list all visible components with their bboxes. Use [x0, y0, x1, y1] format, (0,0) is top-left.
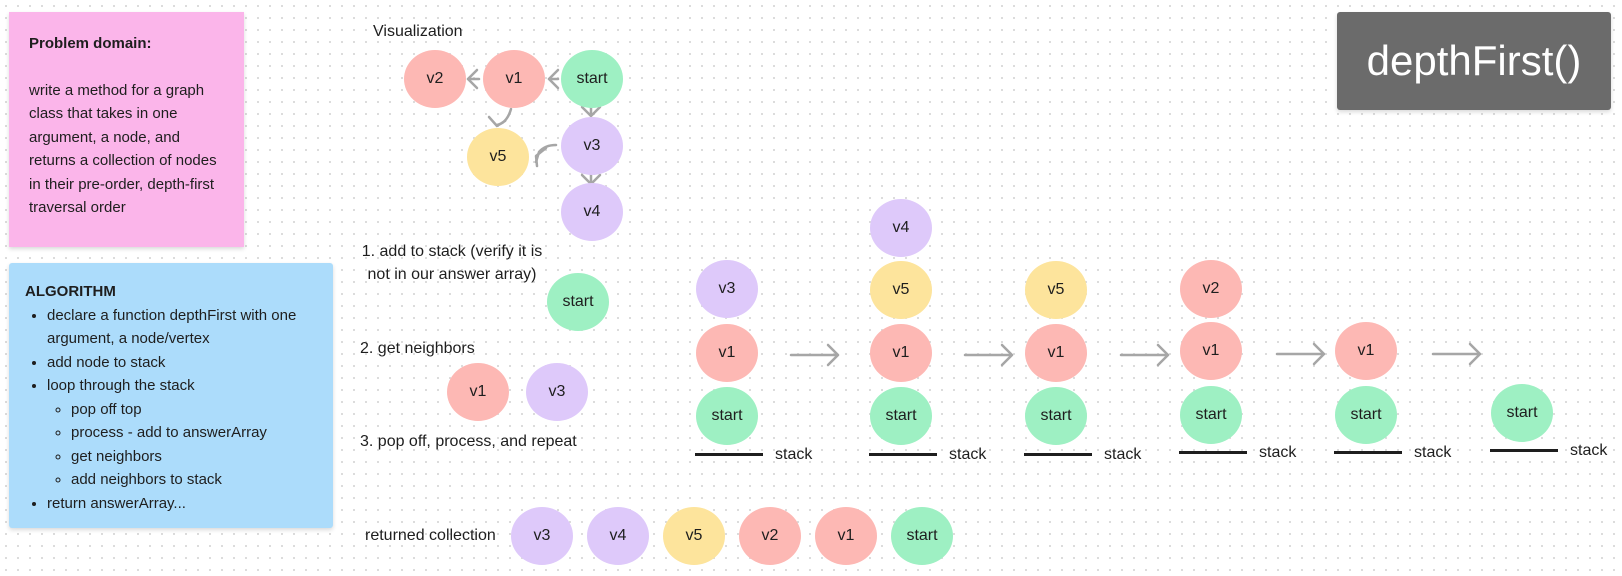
stack-4-node-start[interactable]: start: [1180, 386, 1242, 444]
title-card[interactable]: depthFirst(): [1337, 12, 1611, 110]
stack-2-node-v4[interactable]: v4: [870, 199, 932, 257]
stack-4-node-v1[interactable]: v1: [1180, 322, 1242, 380]
algorithm-substep: pop off top: [71, 398, 317, 422]
stack-5-node-v1[interactable]: v1: [1335, 322, 1397, 380]
returned-node-v3[interactable]: v3: [511, 507, 573, 565]
stack-5-base-line: [1334, 451, 1402, 454]
step-2-node-v1[interactable]: v1: [447, 363, 509, 421]
returned-node-v1[interactable]: v1: [815, 507, 877, 565]
step-1-node-start[interactable]: start: [547, 273, 609, 331]
visualization-label: Visualization: [373, 23, 463, 40]
stack-2-node-v1[interactable]: v1: [870, 324, 932, 382]
returned-node-v2[interactable]: v2: [739, 507, 801, 565]
stack-3-base-line: [1024, 453, 1092, 456]
step-3-label: 3. pop off, process, and repeat: [360, 433, 577, 450]
algorithm-substep: process - add to answerArray: [71, 421, 317, 445]
stack-4-base-line: [1179, 451, 1247, 454]
algorithm-substep: get neighbors: [71, 445, 317, 469]
arrowhead: [580, 105, 602, 118]
stack-1-base-line: [695, 453, 763, 456]
stack-2-label: stack: [949, 446, 987, 463]
arrowhead: [487, 115, 507, 128]
algorithm-note[interactable]: ALGORITHM declare a function depthFirst …: [9, 263, 333, 528]
step-2-node-v3[interactable]: v3: [526, 363, 588, 421]
transition-arrow: [789, 343, 840, 367]
algorithm-step: add node to stack: [47, 351, 317, 375]
algorithm-step-text: loop through the stack: [47, 377, 195, 394]
stack-5-label: stack: [1414, 444, 1452, 461]
transition-arrow: [1431, 342, 1482, 366]
stack-1-label: stack: [775, 446, 813, 463]
graph-node-v3[interactable]: v3: [561, 117, 623, 175]
stack-1-node-v3[interactable]: v3: [696, 260, 758, 318]
graph-node-start[interactable]: start: [561, 50, 623, 108]
algorithm-step: declare a function depthFirst with one a…: [47, 304, 317, 351]
stack-5-node-start[interactable]: start: [1335, 386, 1397, 444]
algorithm-step: return answerArray...: [47, 492, 317, 516]
step-2-label: 2. get neighbors: [360, 340, 475, 357]
transition-arrow: [1119, 343, 1170, 367]
algorithm-substep: add neighbors to stack: [71, 468, 317, 492]
stack-6-label: stack: [1570, 442, 1608, 459]
stack-1-node-start[interactable]: start: [696, 387, 758, 445]
graph-node-v2[interactable]: v2: [404, 50, 466, 108]
stack-2-base-line: [869, 453, 937, 456]
stack-6-base-line: [1490, 449, 1558, 452]
stack-2-node-start[interactable]: start: [870, 387, 932, 445]
graph-node-v1[interactable]: v1: [483, 50, 545, 108]
arrowhead: [547, 68, 560, 90]
stack-2-node-v5[interactable]: v5: [870, 261, 932, 319]
stack-3-node-v5[interactable]: v5: [1025, 261, 1087, 319]
returned-node-v4[interactable]: v4: [587, 507, 649, 565]
transition-arrow: [1275, 342, 1326, 366]
algorithm-step: loop through the stack pop off top proce…: [47, 374, 317, 492]
arrowhead: [466, 68, 479, 90]
returned-node-start[interactable]: start: [891, 507, 953, 565]
problem-domain-text: write a method for a graph class that ta…: [29, 81, 217, 217]
algorithm-steps: declare a function depthFirst with one a…: [25, 304, 317, 516]
arrowhead: [534, 146, 548, 168]
stack-4-node-v2[interactable]: v2: [1180, 260, 1242, 318]
stack-3-label: stack: [1104, 446, 1142, 463]
returned-collection-label: returned collection: [365, 527, 496, 544]
transition-arrow: [963, 343, 1014, 367]
returned-node-v5[interactable]: v5: [663, 507, 725, 565]
step-1-label: 1. add to stack (verify it is not in our…: [361, 243, 543, 283]
stack-1-node-v1[interactable]: v1: [696, 324, 758, 382]
problem-domain-note[interactable]: Problem domain: write a method for a gra…: [9, 12, 244, 247]
problem-domain-heading: Problem domain:: [29, 35, 152, 52]
stack-3-node-v1[interactable]: v1: [1025, 324, 1087, 382]
algorithm-heading: ALGORITHM: [25, 283, 116, 300]
algorithm-substeps: pop off top process - add to answerArray…: [47, 398, 317, 492]
graph-node-v4[interactable]: v4: [561, 183, 623, 241]
graph-node-v5[interactable]: v5: [467, 128, 529, 186]
stack-4-label: stack: [1259, 444, 1297, 461]
stack-6-node-start[interactable]: start: [1491, 384, 1553, 442]
stack-3-node-start[interactable]: start: [1025, 387, 1087, 445]
